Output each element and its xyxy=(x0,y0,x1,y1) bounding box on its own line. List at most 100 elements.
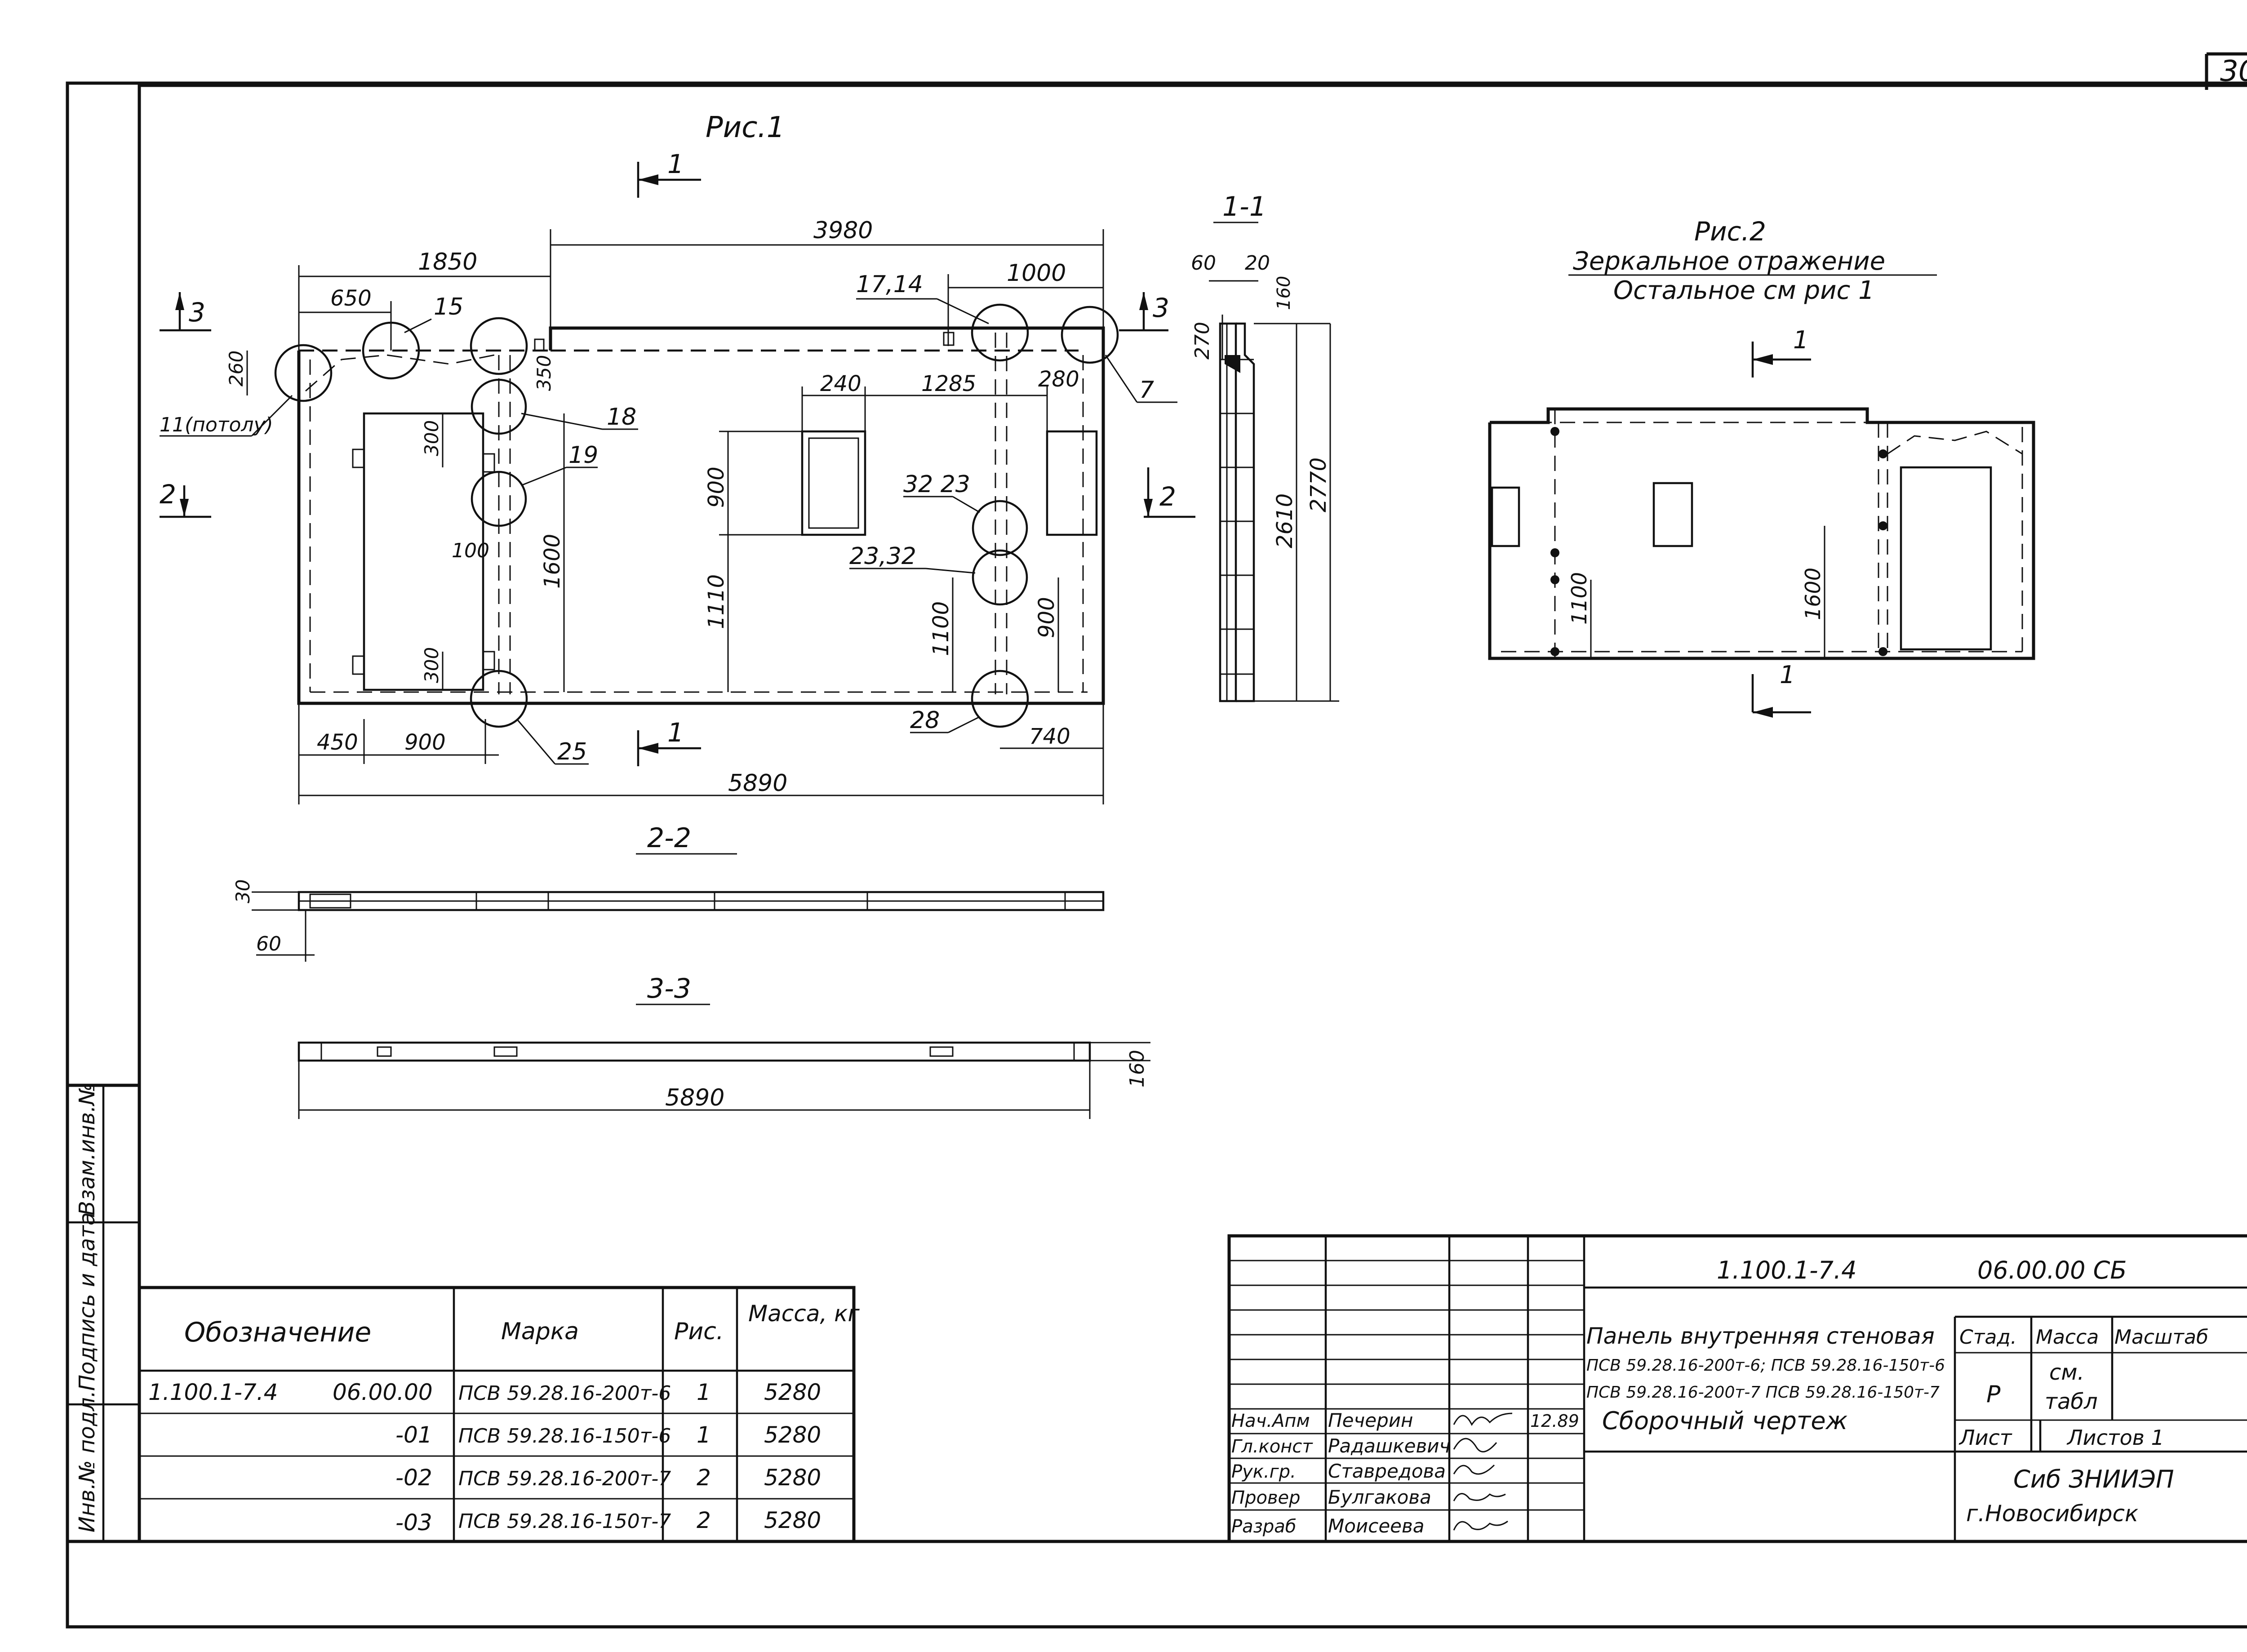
callout-3223: 32 23 xyxy=(903,471,970,498)
fig2: Рис.2 Зеркальное отражение Остальное см … xyxy=(1488,216,2035,718)
header-mass: Масса, кг xyxy=(748,1301,860,1327)
org-city: г.Новосибирск xyxy=(1966,1501,2138,1527)
dim-3980: 3980 xyxy=(813,217,873,244)
dim-5890: 5890 xyxy=(728,770,787,797)
dim-650: 650 xyxy=(330,286,372,311)
svg-text:2: 2 xyxy=(1159,481,1176,512)
header-fig: Рис. xyxy=(674,1318,724,1345)
callout-18: 18 xyxy=(607,404,636,431)
section-1-1: 1-1 60 20 160 270 2610 2770 xyxy=(1191,191,1339,702)
svg-text:-01: -01 xyxy=(395,1422,432,1448)
fig2-dim-1600: 1600 xyxy=(1801,568,1825,620)
callout-11: 11(потолу) xyxy=(160,413,273,436)
svg-text:20: 20 xyxy=(1245,252,1270,275)
svg-text:5280: 5280 xyxy=(764,1422,821,1448)
section-marker-3-right: 3 xyxy=(1119,292,1169,332)
org-name: Сиб ЗНИИЭП xyxy=(2013,1465,2174,1493)
svg-text:-02: -02 xyxy=(395,1465,432,1491)
table-row: 1.100.1-7.4 xyxy=(148,1379,278,1405)
dim-1100: 1100 xyxy=(928,601,954,656)
svg-text:ПСВ 59.28.16-150т-6: ПСВ 59.28.16-150т-6 xyxy=(458,1425,671,1448)
svg-text:ПСВ 59.28.16-150т-7: ПСВ 59.28.16-150т-7 xyxy=(458,1510,671,1533)
dim-900a: 900 xyxy=(704,466,729,508)
fig2-note1: Зеркальное отражение xyxy=(1573,247,1885,276)
doc-code: 06.00.00 СБ xyxy=(1977,1256,2127,1284)
svg-text:ПСВ 59.28.16-200т-6: ПСВ 59.28.16-200т-6 xyxy=(458,1382,671,1405)
side-stamps: Инв.№ подл. Подпись и дата Взам.инв.№ xyxy=(66,1083,141,1543)
fig1-panel xyxy=(297,326,1105,705)
signer-name-2: Ставредова xyxy=(1328,1460,1446,1482)
dim-350: 350 xyxy=(533,355,555,391)
svg-text:ПСВ 59.28.16-200т-7: ПСВ 59.28.16-200т-7 xyxy=(458,1467,671,1490)
callout-25: 25 xyxy=(557,738,587,765)
dim-280: 280 xyxy=(1038,367,1079,392)
stage-value: Р xyxy=(1986,1381,2001,1408)
svg-text:160: 160 xyxy=(1274,276,1294,310)
dim-1000: 1000 xyxy=(1007,260,1066,287)
desc-line3: ПСВ 59.28.16-200т-7 ПСВ 59.28.16-150т-7 xyxy=(1586,1383,1940,1402)
callout-15: 15 xyxy=(434,293,463,320)
scale-label: Масштаб xyxy=(2114,1326,2208,1349)
svg-text:2610: 2610 xyxy=(1272,493,1297,548)
header-mark: Марка xyxy=(501,1318,579,1345)
section-marker-2-right: 2 xyxy=(1144,467,1195,518)
section-marker-1-top: 1 xyxy=(637,149,701,198)
sheet-frame: 30 xyxy=(66,52,2247,1629)
mass-value1: см. xyxy=(2049,1360,2084,1385)
svg-text:270: 270 xyxy=(1191,322,1214,360)
signer-name-1: Радашкевич xyxy=(1328,1435,1450,1457)
svg-text:160: 160 xyxy=(1126,1050,1149,1088)
section-marker-3-left: 3 xyxy=(160,292,211,332)
dim-260: 260 xyxy=(225,351,247,386)
svg-text:1: 1 xyxy=(667,149,684,179)
approval-date: 12.89 xyxy=(1530,1411,1579,1431)
header-designation: Обозначение xyxy=(184,1317,371,1348)
dim-300a: 300 xyxy=(421,420,443,456)
signer-role-1: Гл.конст xyxy=(1231,1436,1313,1457)
callout-1714: 17,14 xyxy=(856,271,923,298)
section-2-2: 2-2 30 60 xyxy=(232,822,1105,962)
callout-2332: 23,32 xyxy=(849,543,916,570)
section-marker-1-bottom: 1 xyxy=(637,717,701,766)
callout-7: 7 xyxy=(1139,377,1154,404)
svg-text:2-2: 2-2 xyxy=(647,822,691,854)
dim-740: 740 xyxy=(1029,724,1070,749)
sheets-label: Листов 1 xyxy=(2066,1426,2164,1450)
section-marker-2-left: 2 xyxy=(160,479,211,518)
svg-text:60: 60 xyxy=(1191,252,1216,275)
mass-label: Масса xyxy=(2036,1326,2099,1349)
svg-text:1: 1 xyxy=(697,1379,711,1405)
desc-line2: ПСВ 59.28.16-200т-6; ПСВ 59.28.16-150т-6 xyxy=(1586,1356,1945,1375)
svg-text:5280: 5280 xyxy=(764,1379,821,1405)
signer-name-0: Печерин xyxy=(1328,1409,1413,1431)
svg-text:5280: 5280 xyxy=(764,1465,821,1491)
svg-text:1-1: 1-1 xyxy=(1222,191,1266,222)
signer-name-3: Булгакова xyxy=(1328,1486,1431,1508)
signer-name-4: Моисеева xyxy=(1328,1515,1425,1537)
svg-text:1: 1 xyxy=(1793,326,1808,354)
svg-text:2770: 2770 xyxy=(1306,457,1331,512)
signer-role-0: Нач.Апм xyxy=(1231,1411,1310,1431)
svg-text:1: 1 xyxy=(1780,661,1795,689)
stamp-inv-no: Инв.№ подл. xyxy=(75,1390,100,1532)
spec-table: Обозначение Марка Рис. Масса, кг 1.100.1… xyxy=(138,1286,860,1543)
signatures xyxy=(1453,1412,1513,1531)
svg-text:3: 3 xyxy=(189,297,205,328)
signer-role-3: Провер xyxy=(1231,1488,1301,1508)
callouts: 11(потолу) 15 17,14 7 18 19 32 23 23,32 … xyxy=(160,271,1177,765)
mass-value2: табл xyxy=(2045,1389,2098,1414)
fig1-dimensions: 3980 1850 650 1000 260 350 240 1285 280 … xyxy=(225,217,1104,804)
callout-circles xyxy=(274,303,1119,728)
svg-text:1: 1 xyxy=(667,717,684,748)
sheet-label: Лист xyxy=(1958,1426,2012,1450)
svg-text:2: 2 xyxy=(160,479,176,510)
doc-number: 1.100.1-7.4 xyxy=(1717,1256,1856,1284)
dim-900b: 900 xyxy=(1034,597,1059,638)
svg-text:3: 3 xyxy=(1153,293,1169,323)
dim-240: 240 xyxy=(820,371,861,396)
section-3-3: 3-3 5890 160 xyxy=(298,973,1150,1119)
stamp-signature-date: Подпись и дата xyxy=(75,1212,100,1391)
svg-text:3-3: 3-3 xyxy=(647,973,691,1004)
signer-role-4: Разраб xyxy=(1231,1516,1296,1537)
